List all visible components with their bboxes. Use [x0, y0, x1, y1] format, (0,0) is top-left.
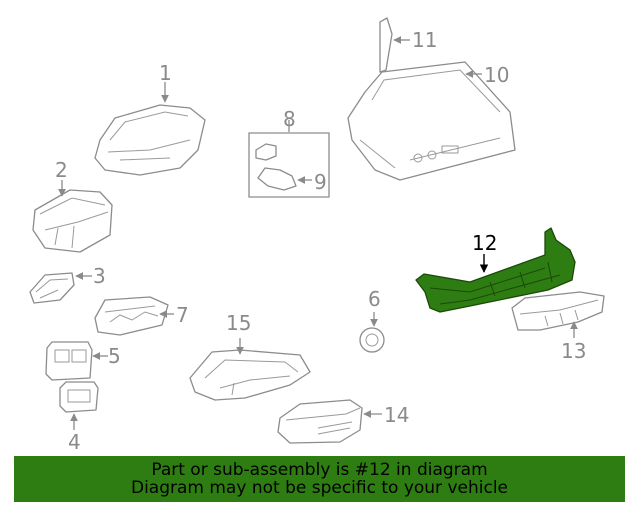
callout-3: 3: [93, 264, 106, 288]
callout-7: 7: [176, 303, 189, 327]
part-5-switch[interactable]: [45, 341, 108, 381]
callout-9: 9: [314, 170, 327, 194]
callout-12: 12: [472, 231, 497, 255]
callout-1: 1: [159, 61, 172, 85]
part-2-control-module[interactable]: [32, 180, 113, 253]
callout-5: 5: [108, 344, 121, 368]
banner-line-disclaimer: Diagram may not be specific to your vehi…: [130, 478, 508, 498]
callout-8: 8: [283, 107, 296, 131]
part-11-trim[interactable]: [379, 17, 410, 73]
part-12-control-panel[interactable]: [415, 227, 576, 313]
info-banner: Part or sub-assembly is #12 in diagram D…: [14, 456, 625, 502]
callout-2: 2: [55, 158, 68, 182]
callout-4: 4: [68, 430, 81, 454]
callout-15: 15: [226, 311, 251, 335]
callout-6: 6: [368, 287, 381, 311]
part-8-bracket-kit[interactable]: [248, 120, 330, 198]
part-15-tray[interactable]: [189, 338, 311, 401]
banner-line-part: Part or sub-assembly is #12 in diagram: [151, 460, 488, 480]
callout-13: 13: [561, 339, 586, 363]
callout-14: 14: [384, 403, 409, 427]
part-14-module[interactable]: [277, 399, 382, 444]
parts-diagram: 1 2 3 5 4 7 8 9: [29, 17, 605, 454]
part-3-switch[interactable]: [29, 272, 92, 304]
part-13-bezel[interactable]: [511, 291, 605, 338]
part-4-switch[interactable]: [59, 381, 99, 430]
part-10-display[interactable]: [347, 61, 516, 181]
part-6-knob[interactable]: [359, 312, 385, 353]
part-7-switch-panel[interactable]: [94, 296, 174, 336]
callout-10: 10: [484, 63, 509, 87]
callout-11: 11: [412, 28, 437, 52]
part-1-instrument-cluster[interactable]: [94, 82, 206, 176]
